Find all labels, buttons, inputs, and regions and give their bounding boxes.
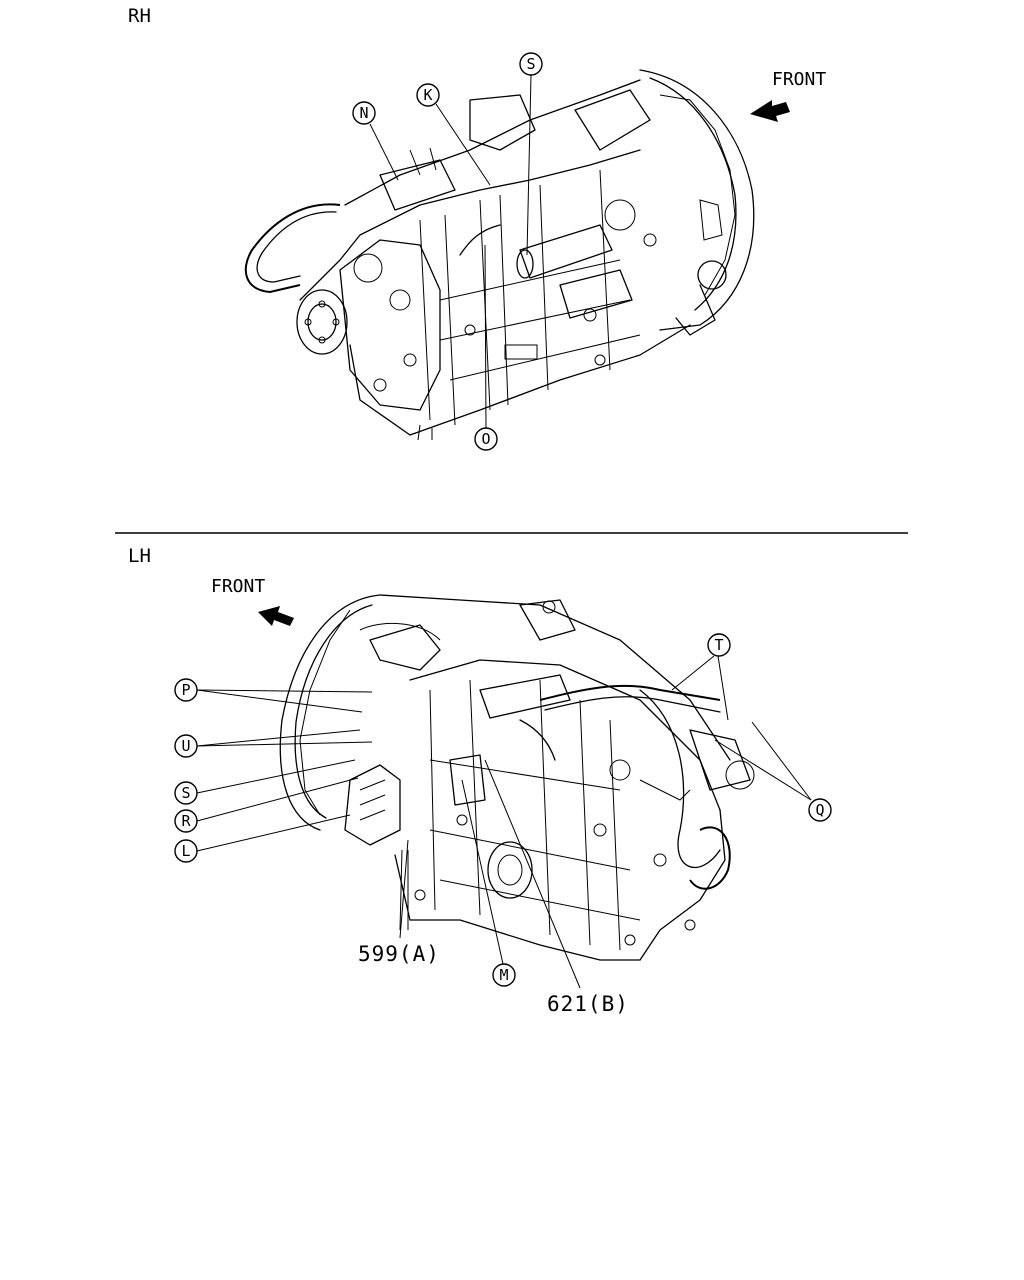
rh-view-title: RH — [128, 5, 151, 27]
lh-callouts: P U S R L T Q — [174, 633, 832, 1016]
lh-front-arrow — [258, 606, 294, 626]
lh-transmission-drawing — [279, 594, 755, 961]
rh-callouts: S K N O — [352, 52, 543, 451]
lh-view: LH FRONT — [128, 545, 832, 1016]
callout-s-lh: S — [181, 784, 190, 802]
rh-transmission-drawing — [244, 69, 755, 441]
rh-front-arrow — [750, 100, 790, 122]
callout-r: R — [181, 812, 191, 830]
callout-circle — [519, 52, 543, 76]
rh-front-label: FRONT — [772, 69, 826, 90]
callout-n: N — [359, 104, 368, 122]
callout-p: P — [181, 681, 190, 699]
callout-u: U — [181, 737, 190, 755]
callout-q: Q — [815, 801, 824, 819]
rh-view: RH FRONT — [128, 5, 826, 451]
callout-t: T — [714, 636, 723, 654]
lh-view-title: LH — [128, 545, 151, 567]
ref-621b: 621(B) — [547, 992, 629, 1016]
callout-l: L — [181, 842, 190, 860]
ref-599a: 599(A) — [358, 942, 440, 966]
callout-m: M — [499, 966, 508, 984]
callout-s: S — [526, 55, 535, 73]
callout-k: K — [423, 86, 432, 104]
lh-front-label: FRONT — [211, 576, 265, 597]
callout-o: O — [481, 430, 490, 448]
